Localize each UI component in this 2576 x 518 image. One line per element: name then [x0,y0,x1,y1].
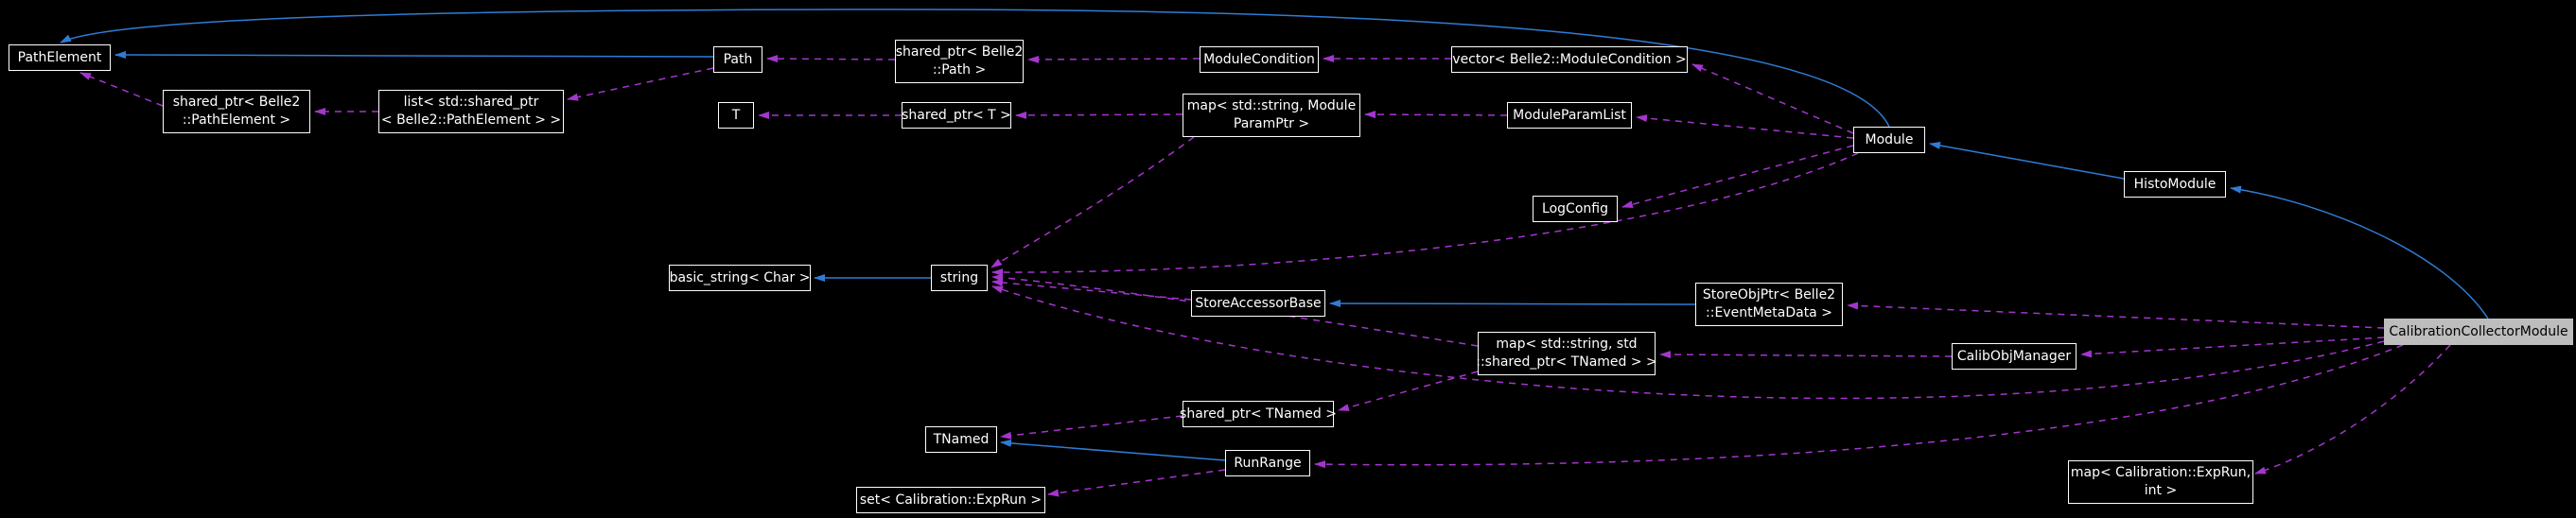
node-label: shared_ptr< Belle2 [172,95,301,110]
node-label: ParamPtr > [1233,116,1310,131]
node-label: list< std::shared_ptr [403,95,539,110]
edge-calibrationcollectormodule-to-storeobjptr-eventmetadata [1847,302,2385,329]
edge-path-to-pathelement [114,51,714,60]
edge-shared-ptr-pathelement-to-pathelement [79,72,164,107]
edge-histomodule-to-module [1929,142,2125,180]
node-pathelement[interactable]: PathElement [9,44,111,71]
node-list-shared-ptr-pathelement[interactable]: list< std::shared_ptr< Belle2::PathEleme… [378,90,564,133]
node-storeaccessorbase[interactable]: StoreAccessorBase [1191,290,1325,317]
edge-map-shared-ptr-tnamed-to-shared-ptr-tnamed [1338,371,1479,411]
node-label: vector< Belle2::ModuleCondition > [1452,51,1687,67]
node-calibrationcollectormodule[interactable]: CalibrationCollectorModule [2384,319,2573,345]
node-shared-ptr-path[interactable]: shared_ptr< Belle2::Path > [895,40,1024,83]
node-label: StoreObjPtr< Belle2 [1702,287,1836,302]
node-path[interactable]: Path [713,46,762,73]
node-label: Module [1865,131,1914,147]
node-label: CalibObjManager [1956,348,2072,364]
node-label: basic_string< Char > [669,269,811,285]
node-label: TNamed [933,431,990,447]
node-label: shared_ptr< Belle2 [895,44,1024,60]
node-label: HistoModule [2133,176,2217,192]
node-shared-ptr-t[interactable]: shared_ptr< T > [902,102,1011,129]
edge-moduleparamlist-to-map-module-param-ptr [1364,111,1508,119]
node-moduleparamlist[interactable]: ModuleParamList [1507,102,1632,129]
edge-calibrationcollectormodule-to-map-calibration-exprun-int [2254,344,2451,475]
node-label: shared_ptr< TNamed > [1180,406,1337,422]
edge-shared-ptr-path-to-path [766,55,896,63]
edge-map-module-param-ptr-to-shared-ptr-t [1015,111,1183,119]
edge-path-to-list-shared-ptr-pathelement [567,67,714,101]
node-label: StoreAccessorBase [1195,295,1322,311]
edge-calibrationcollectormodule-to-histomodule [2230,185,2489,319]
node-label: ModuleCondition [1203,51,1315,67]
edges-group [60,9,2489,497]
edge-calibrationcollectormodule-to-string [991,285,2385,400]
edge-shared-ptr-tnamed-to-tnamed [1000,415,1183,440]
edge-module-to-pathelement [60,9,1890,128]
node-string[interactable]: string [931,265,988,291]
node-label: ::Path > [932,62,987,78]
node-shared-ptr-tnamed[interactable]: shared_ptr< TNamed > [1180,401,1337,427]
node-t[interactable]: T [718,102,754,129]
node-runrange[interactable]: RunRange [1225,450,1310,476]
edge-modulecondition-to-shared-ptr-path [1027,55,1200,63]
node-label: string [939,269,979,285]
edge-calibobjmanager-to-map-shared-ptr-tnamed [1659,351,1953,359]
node-vector-modulecondition[interactable]: vector< Belle2::ModuleCondition > [1451,46,1688,73]
node-storeobjptr-eventmetadata[interactable]: StoreObjPtr< Belle2::EventMetaData > [1695,283,1843,326]
node-label: ModuleParamList [1513,107,1626,123]
edge-calibrationcollectormodule-to-calibobjmanager [2080,337,2385,358]
node-label: ::shared_ptr< TNamed > > [1476,354,1657,370]
node-shared-ptr-pathelement[interactable]: shared_ptr< Belle2::PathElement > [163,90,310,133]
node-label: PathElement [17,49,102,65]
edge-module-to-string [991,152,1859,277]
edge-map-module-param-ptr-to-string [990,136,1195,268]
node-label: shared_ptr< T > [902,107,1011,123]
edge-runrange-to-set-calibration-exprun [1047,469,1226,497]
node-label: T [731,107,741,123]
edge-module-to-vector-modulecondition [1691,63,1854,134]
node-logconfig[interactable]: LogConfig [1533,196,1618,222]
node-label: CalibrationCollectorModule [2389,323,2568,339]
node-basic-string-char[interactable]: basic_string< Char > [669,265,811,291]
node-label: set< Calibration::ExpRun > [859,492,1043,508]
edge-map-shared-ptr-tnamed-to-string [991,273,1479,347]
node-label: LogConfig [1542,200,1608,216]
edge-calibrationcollectormodule-to-runrange [1314,344,2404,469]
node-histomodule[interactable]: HistoModule [2124,171,2226,198]
node-module[interactable]: Module [1853,127,1925,153]
node-set-calibration-exprun[interactable]: set< Calibration::ExpRun > [856,487,1045,513]
node-label: Path [723,51,753,67]
node-label: < Belle2::PathElement > > [380,112,562,128]
edge-module-to-moduleparamlist [1636,114,1854,139]
node-label: ::PathElement > [182,112,291,128]
node-label: int > [2144,483,2178,498]
edge-module-to-logconfig [1621,145,1854,209]
node-label: map< Calibration::ExpRun, [2070,465,2252,480]
node-label: ::EventMetaData > [1706,305,1832,320]
node-label: map< std::string, Module [1186,98,1357,113]
node-tnamed[interactable]: TNamed [925,426,997,453]
node-label: map< std::string, std [1496,337,1638,352]
node-modulecondition[interactable]: ModuleCondition [1200,46,1319,73]
edge-storeobjptr-eventmetadata-to-storeaccessorbase [1329,300,1696,308]
node-calibobjmanager[interactable]: CalibObjManager [1952,343,2077,370]
edge-storeaccessorbase-to-string [991,279,1192,301]
node-label: RunRange [1234,455,1302,471]
node-map-calibration-exprun-int[interactable]: map< Calibration::ExpRun,int > [2068,460,2253,504]
edge-runrange-to-tnamed [1000,439,1226,461]
node-map-shared-ptr-tnamed[interactable]: map< std::string, std::shared_ptr< TName… [1476,332,1657,375]
